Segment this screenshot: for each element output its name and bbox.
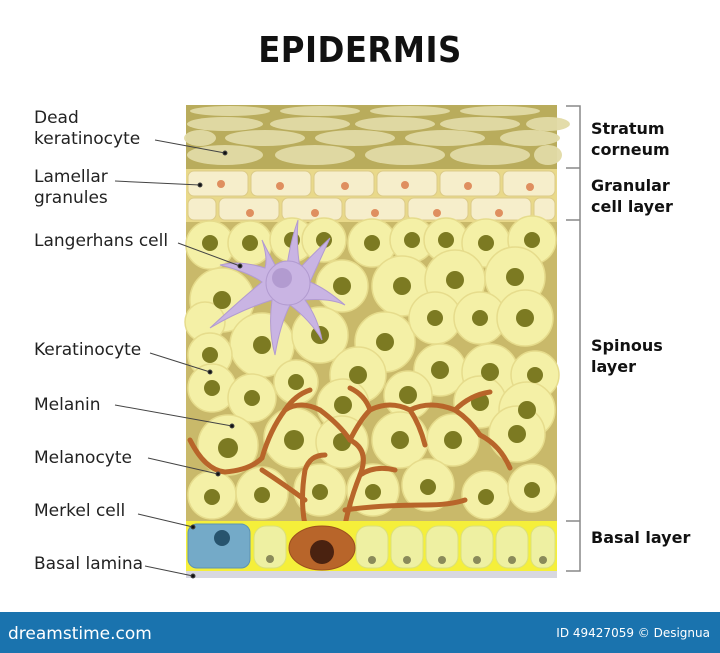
stratum-corneum-region xyxy=(184,105,570,169)
spinous-layer-region xyxy=(184,215,560,528)
label-keratinocyte: Keratinocyte xyxy=(34,340,142,360)
layer-brackets xyxy=(566,105,581,572)
label-basal-lamina: Basal lamina xyxy=(34,554,144,574)
label-melanin: Melanin xyxy=(34,395,101,415)
layer-label-basal: Basal layer xyxy=(591,528,691,547)
basal-lamina xyxy=(186,571,557,578)
basal-layer-region xyxy=(186,521,557,571)
label-merkel-cell: Merkel cell xyxy=(34,501,126,521)
image-credit: ID 49427059 © Designua xyxy=(556,626,710,640)
melanocyte-dendrites xyxy=(187,385,513,528)
epidermis-illustration xyxy=(114,105,581,579)
granular-layer-region xyxy=(186,169,557,222)
label-melanocyte: Melanocyte xyxy=(34,448,132,468)
diagram-title: EPIDERMIS xyxy=(258,30,462,71)
watermark-footer: dreamstime.com ID 49427059 © Designua xyxy=(0,612,720,653)
label-langerhans-cell: Langerhans cell xyxy=(34,231,169,251)
brand-logo: dreamstime.com xyxy=(8,624,152,644)
leader-lines xyxy=(114,139,243,579)
